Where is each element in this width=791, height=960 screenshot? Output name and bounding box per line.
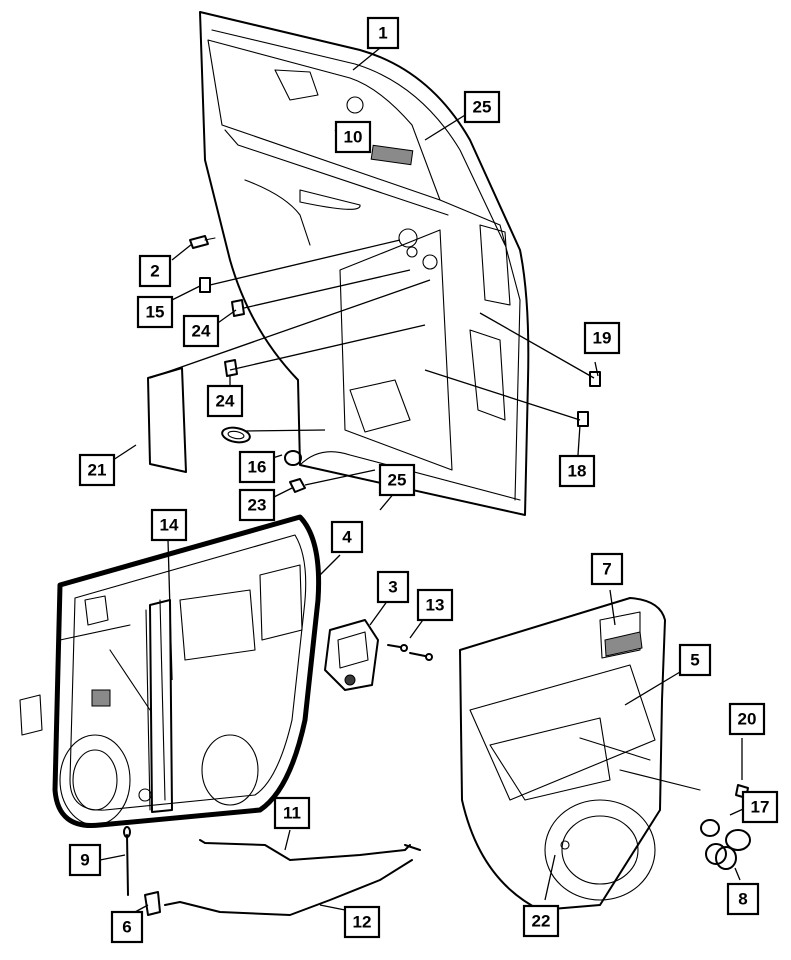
- leaders-trim: [167, 539, 341, 681]
- callout-17: 17: [741, 790, 779, 824]
- svg-text:15: 15: [146, 303, 165, 322]
- svg-text:1: 1: [378, 24, 387, 43]
- clip-19: [589, 371, 601, 387]
- svg-text:25: 25: [388, 471, 407, 490]
- svg-text:24: 24: [216, 392, 235, 411]
- callout-22: 22: [522, 904, 560, 938]
- plug-16: [221, 426, 302, 466]
- callout-16: 16: [238, 450, 276, 484]
- clip-24-lower: [224, 359, 238, 377]
- callout-9: 9: [68, 843, 102, 877]
- svg-text:11: 11: [283, 804, 301, 823]
- callout-12: 12: [343, 905, 381, 939]
- callout-4: 4: [330, 520, 364, 554]
- svg-text:13: 13: [426, 596, 445, 615]
- callout-18: 18: [558, 454, 596, 488]
- inner-door-panel-22: [459, 589, 701, 911]
- clip-18: [577, 411, 589, 427]
- svg-text:9: 9: [80, 851, 89, 870]
- svg-text:3: 3: [388, 578, 397, 597]
- svg-text:20: 20: [738, 710, 757, 729]
- svg-text:2: 2: [150, 262, 159, 281]
- callout-10: 10: [334, 120, 372, 154]
- svg-text:17: 17: [751, 798, 770, 817]
- svg-text:22: 22: [532, 912, 551, 931]
- bolt-2: [189, 235, 216, 249]
- svg-text:21: 21: [88, 461, 107, 480]
- svg-text:16: 16: [248, 458, 267, 477]
- callout-13: 13: [416, 588, 454, 622]
- door-shell: [199, 11, 530, 516]
- control-rods: [99, 826, 421, 916]
- callout-2: 2: [138, 254, 172, 288]
- svg-text:10: 10: [344, 128, 363, 147]
- svg-text:25: 25: [473, 98, 492, 117]
- clip-24-upper: [231, 299, 245, 317]
- svg-text:4: 4: [342, 528, 352, 547]
- svg-text:6: 6: [122, 918, 131, 937]
- callout-6: 6: [110, 910, 144, 944]
- callout-5: 5: [678, 643, 712, 677]
- svg-text:12: 12: [353, 913, 372, 932]
- callout-25-bottom: 25: [378, 463, 416, 497]
- callout-24-upper: 24: [182, 314, 220, 348]
- knob-8: [705, 843, 741, 881]
- callout-14: 14: [150, 508, 188, 542]
- callout-19: 19: [583, 321, 621, 355]
- nut-23: [289, 478, 306, 493]
- callout-7: 7: [590, 552, 624, 586]
- callout-23: 23: [238, 488, 276, 522]
- svg-text:19: 19: [593, 329, 612, 348]
- callout-15: 15: [136, 295, 174, 329]
- svg-text:14: 14: [160, 516, 179, 535]
- svg-text:18: 18: [568, 462, 587, 481]
- leaders-upper: [109, 47, 599, 511]
- door-latch-3: [324, 599, 389, 691]
- clip-15: [199, 277, 211, 293]
- callout-20: 20: [728, 702, 766, 736]
- callout-3: 3: [376, 570, 410, 604]
- callout-21: 21: [78, 453, 116, 487]
- callout-11: 11: [273, 796, 311, 830]
- screw-20: [735, 738, 749, 799]
- svg-text:8: 8: [738, 890, 747, 909]
- svg-text:5: 5: [690, 651, 699, 670]
- callout-24-lower: 24: [206, 384, 244, 418]
- svg-text:23: 23: [248, 496, 267, 515]
- callout-1: 1: [366, 16, 400, 50]
- callout-8: 8: [726, 882, 760, 916]
- callout-25-top: 25: [463, 90, 501, 124]
- watershield-21: [147, 367, 187, 473]
- trim-panel-14: [19, 514, 322, 829]
- svg-text:24: 24: [192, 322, 211, 341]
- svg-text:7: 7: [602, 560, 611, 579]
